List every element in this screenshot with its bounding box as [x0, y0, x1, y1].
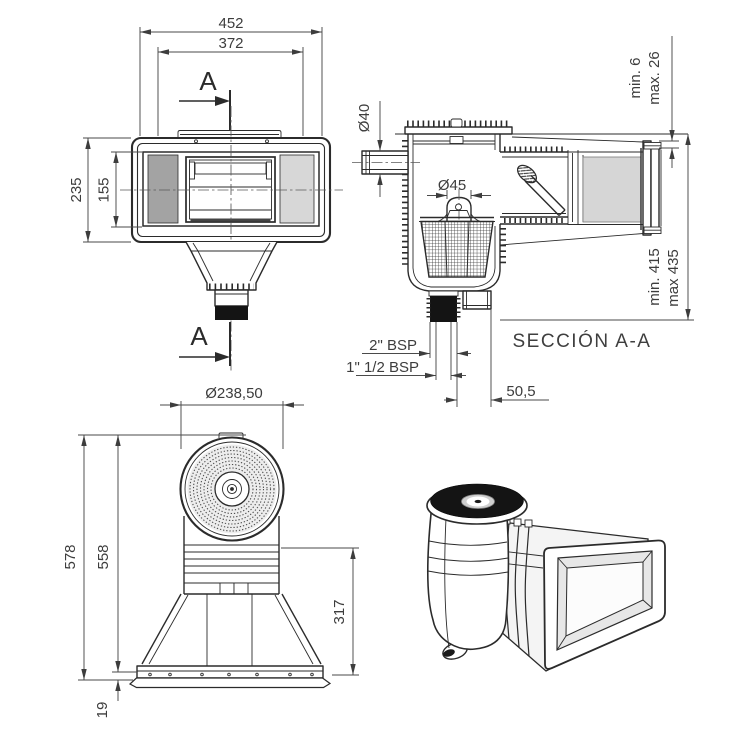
iso-body [427, 511, 510, 650]
dim-558: 558 [95, 435, 137, 673]
dim-outlet-small-label: 1" 1/2 BSP [346, 359, 419, 376]
side-view: Ø238,50 [62, 385, 359, 718]
dim-lid-diameter-label: Ø238,50 [205, 385, 263, 402]
dim-238-50: Ø238,50 [160, 385, 304, 449]
dim-outlet-offset-label: 50,5 [506, 383, 535, 400]
side-lid [179, 436, 285, 542]
outlet-collar [214, 289, 249, 307]
dim-372: 372 [157, 35, 304, 136]
dim-d45-label: Ø45 [438, 177, 466, 194]
weir-flap-section [516, 164, 566, 217]
skimmer-faceplate [120, 106, 343, 372]
side-panel-left [147, 154, 179, 224]
dim-d40: Ø40 [356, 101, 383, 197]
section-letter-bottom: A [190, 321, 208, 351]
dim-317-label: 317 [331, 599, 348, 624]
dim-depth: min. 415 max 435 [500, 134, 694, 321]
dim-lip-max-label: max. 26 [646, 51, 663, 104]
section-view: Ø40 Ø45 [346, 36, 694, 407]
section-arrow-top [215, 96, 230, 106]
dim-578: 578 [62, 434, 246, 681]
dim-317: 317 [281, 547, 359, 676]
skirt-right [281, 593, 322, 665]
side-body [128, 432, 332, 689]
section-marker-a-bottom: A [179, 321, 231, 366]
dim-lip-min-label: min. 6 [627, 58, 644, 99]
dim-19: 19 [94, 680, 121, 719]
dim-452: 452 [139, 15, 323, 136]
section-label: SECCIÓN A-A [513, 330, 652, 352]
side-panel-right [279, 154, 315, 224]
mouth-shadow [190, 218, 271, 222]
dim-578-label: 578 [62, 544, 79, 569]
skirt-left [141, 593, 182, 665]
base-plate [136, 665, 324, 679]
strainer-basket [419, 203, 495, 278]
extension-panel [582, 156, 642, 223]
dim-452-label: 452 [218, 15, 243, 32]
iso-view [426, 483, 666, 672]
section-arrow-bottom [215, 352, 230, 362]
screw-icon [194, 139, 198, 144]
flap-roller [516, 164, 538, 184]
dim-d40-label: Ø40 [356, 104, 373, 132]
iso-drain-opening [443, 649, 455, 657]
dim-outlets: 2" BSP 1" 1/2 BSP 50,5 [346, 309, 549, 407]
front-funnel [185, 241, 278, 320]
dim-235: 235 [68, 137, 131, 243]
dim-19-label: 19 [94, 702, 111, 719]
top-inlet-pipe [352, 150, 420, 175]
dim-depth-min-label: min. 415 [646, 248, 663, 306]
dim-outlet-large-label: 2" BSP [369, 337, 417, 354]
throat-section [499, 136, 644, 246]
weir-flap [194, 162, 267, 175]
dim-155: 155 [96, 151, 142, 228]
screw-icon [265, 139, 269, 144]
basket-mesh [420, 220, 494, 278]
dim-d45: Ø45 [427, 177, 491, 199]
front-view: 452 372 A [68, 15, 343, 372]
iso-lid-cap-dot [474, 499, 482, 504]
base-lip [128, 677, 332, 689]
faceplate-section [642, 140, 662, 236]
section-letter-top: A [199, 66, 217, 96]
dim-235-label: 235 [68, 177, 85, 202]
dim-155-label: 155 [96, 177, 113, 202]
lid-dot-texture [189, 446, 275, 532]
outlet-plain [462, 290, 492, 310]
dim-372-label: 372 [218, 35, 243, 52]
lid-knob [450, 118, 463, 128]
bottom-outlets [426, 290, 492, 322]
dim-depth-max-label: max 435 [665, 249, 682, 307]
section-marker-a-top: A [179, 66, 231, 137]
outlet-thread [215, 306, 248, 320]
dim-558-label: 558 [95, 544, 112, 569]
outlet-threaded [430, 296, 457, 322]
dim-lip: min. 6 max. 26 [627, 36, 679, 168]
section-lid [404, 118, 513, 135]
